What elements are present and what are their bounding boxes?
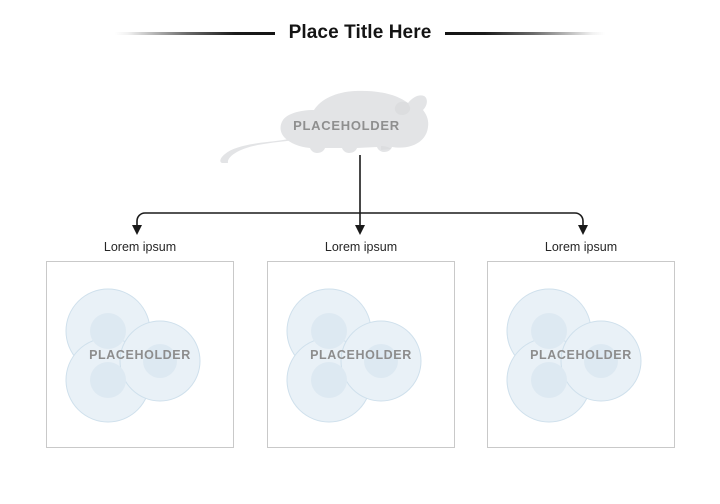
- panel-3[interactable]: PLACEHOLDER: [487, 261, 675, 448]
- arrowhead-group: [132, 225, 588, 235]
- page-title: Place Title Here: [288, 22, 432, 43]
- branching-arrow-icon: [132, 155, 588, 235]
- cell-cluster-icon: [506, 288, 642, 423]
- title-rule-right: [445, 31, 606, 35]
- title-rule-left: [114, 31, 275, 35]
- arrowhead-left: [132, 225, 142, 235]
- panel-label-3: Lorem ipsum: [544, 240, 618, 254]
- cell-cluster-icon: [65, 288, 201, 423]
- branching-arrow-connector: [0, 150, 720, 245]
- arrowhead-right: [578, 225, 588, 235]
- panel-label-1: Lorem ipsum: [103, 240, 177, 254]
- arrowhead-center: [355, 225, 365, 235]
- cell-cluster-1: [47, 262, 233, 447]
- panel-2[interactable]: PLACEHOLDER: [267, 261, 455, 448]
- panel-1[interactable]: PLACEHOLDER: [46, 261, 234, 448]
- cell-cluster-3: [488, 262, 674, 447]
- cell-cluster-2: [268, 262, 454, 447]
- title-block: Place Title Here: [0, 18, 720, 48]
- cell-cluster-icon: [286, 288, 422, 423]
- mouse-silhouette-icon: [220, 90, 429, 163]
- panel-label-2: Lorem ipsum: [324, 240, 398, 254]
